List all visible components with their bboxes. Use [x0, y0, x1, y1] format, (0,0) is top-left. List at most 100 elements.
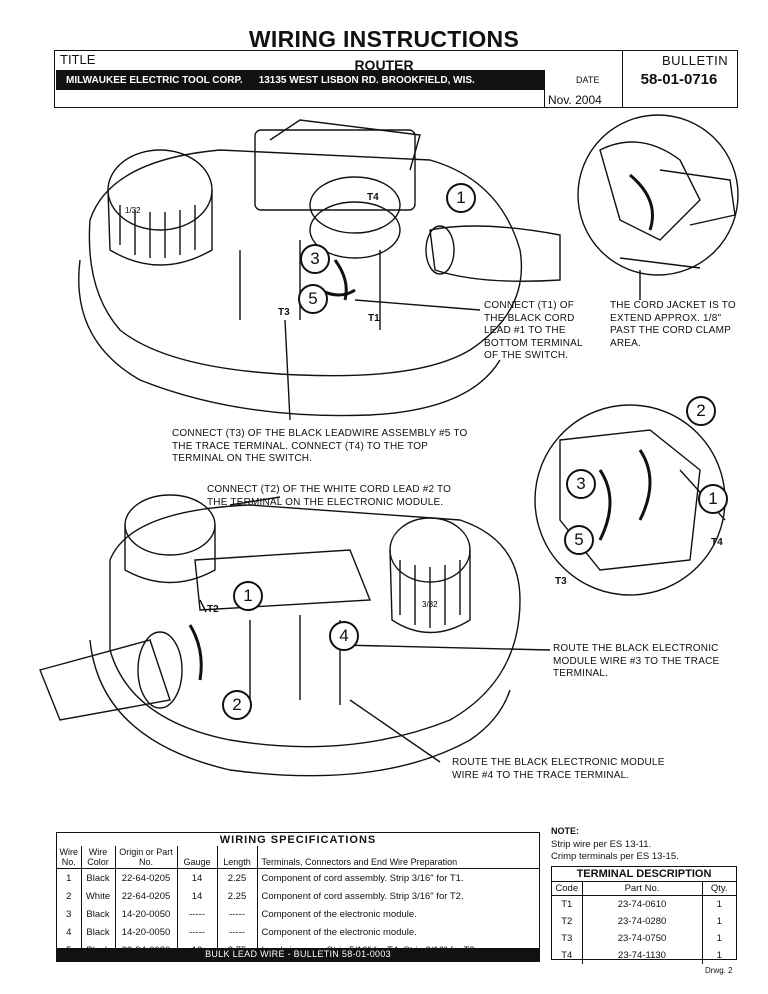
- company-address: 13135 WEST LISBON RD. BROOKFIELD, WIS.: [258, 74, 475, 86]
- cell: 14: [176, 887, 217, 905]
- cell: T4: [561, 950, 573, 961]
- bottom-cord: [39, 639, 171, 721]
- cell: 23-74-0610: [581, 895, 702, 913]
- drawing-number: Drwg. 2: [705, 966, 733, 975]
- terminal-label-t2: T2: [207, 604, 219, 615]
- date-value: Nov. 2004: [548, 93, 602, 107]
- terminal-label-t3: T3: [278, 307, 290, 318]
- cell: Black: [80, 923, 115, 941]
- cell: -----: [176, 905, 217, 923]
- cell: 1: [66, 872, 72, 884]
- cell: 2.25: [216, 887, 257, 905]
- cell: 23-74-0750: [581, 930, 702, 947]
- callout-2: 2: [686, 396, 716, 426]
- document-subject: ROUTER: [354, 57, 414, 73]
- note-wire-4: ROUTE THE BLACK ELECTRONIC MODULE WIRE #…: [452, 757, 665, 781]
- bottom-router-base: [89, 639, 511, 777]
- company-bar: MILWAUKEE ELECTRIC TOOL CORP. 13135 WEST…: [56, 70, 544, 90]
- cell: 14-20-0050: [114, 905, 177, 923]
- bulletin-number: 58-01-0716: [640, 71, 718, 88]
- col-origin: Origin or Part No.: [114, 846, 177, 869]
- top-cord: [429, 225, 561, 282]
- top-router-base: [78, 259, 501, 417]
- cell: 14: [176, 868, 217, 887]
- cell: -----: [216, 923, 257, 941]
- note-t3-t4: CONNECT (T3) OF THE BLACK LEADWIRE ASSEM…: [172, 428, 468, 464]
- cell: Component of the electronic module.: [256, 923, 539, 941]
- cell: Black: [80, 868, 115, 887]
- header-box: [54, 50, 738, 108]
- wiring-specs-table: Wire No. Wire Color Origin or Part No. G…: [57, 846, 539, 959]
- note-cord-jacket: THE CORD JACKET IS TO EXTEND APPROX. 1/8…: [610, 300, 736, 349]
- col-gauge: Gauge: [176, 846, 217, 869]
- callout-5: 5: [564, 525, 594, 555]
- cell: 23-74-1130: [581, 947, 702, 964]
- note-wire-3: ROUTE THE BLACK ELECTRONIC MODULE WIRE #…: [553, 643, 720, 679]
- callout-4: 4: [329, 621, 359, 651]
- note-line-2: Crimp terminals per ES 13-15.: [551, 851, 679, 862]
- callout-3: 3: [566, 469, 596, 499]
- bottom-router-housing: [109, 504, 521, 748]
- bulk-lead-bar: BULK LEAD WIRE - BULLETIN 58-01-0003: [57, 948, 539, 961]
- col-wire-color: Wire Color: [80, 846, 115, 869]
- cell: 1: [701, 895, 736, 913]
- cell: 1: [701, 913, 736, 930]
- callout-1: 1: [233, 581, 263, 611]
- callout-5: 5: [298, 284, 328, 314]
- top-router-housing: [88, 149, 523, 377]
- cell: -----: [216, 905, 257, 923]
- title-label: TITLE: [60, 52, 96, 67]
- note-t2: CONNECT (T2) OF THE WHITE CORD LEAD #2 T…: [207, 484, 452, 508]
- callout-2: 2: [222, 690, 252, 720]
- wiring-specs-box: [56, 832, 540, 962]
- cell: 2.25: [216, 868, 257, 887]
- main-title: WIRING INSTRUCTIONS: [248, 26, 520, 52]
- cell: 22-64-0205: [114, 868, 177, 887]
- divider: [544, 70, 545, 108]
- wiring-specs-title: WIRING SPECIFICATIONS: [219, 834, 377, 846]
- note-line-1: Strip wire per ES 13-11.: [551, 839, 652, 850]
- cell: Component of cord assembly. Strip 3/16" …: [256, 868, 539, 887]
- top-dial-mark: 1/32: [125, 206, 141, 215]
- cell: 14-20-0050: [114, 923, 177, 941]
- cell: Black: [80, 905, 115, 923]
- cell: T3: [561, 933, 573, 944]
- cell: White: [80, 887, 115, 905]
- cell: 1: [701, 947, 736, 964]
- date-label: DATE: [576, 75, 600, 85]
- col-length: Length: [216, 846, 257, 869]
- cell: 1: [701, 930, 736, 947]
- table-header-row: Wire No. Wire Color Origin or Part No. G…: [57, 846, 539, 869]
- note-label: NOTE:: [551, 826, 579, 836]
- cell: 3: [66, 908, 72, 920]
- cell: 2: [66, 890, 72, 902]
- cell: 4: [66, 926, 72, 938]
- callout-3: 3: [300, 244, 330, 274]
- bottom-left-knob: [124, 494, 216, 556]
- top-depth-dial: [309, 176, 401, 234]
- callout-1: 1: [446, 183, 476, 213]
- terminal-label-t4: T4: [367, 192, 379, 203]
- col-qty: Qty.: [701, 881, 736, 896]
- bottom-dial-mark: 3/32: [422, 600, 438, 609]
- company-name: MILWAUKEE ELECTRIC TOOL CORP.: [66, 74, 243, 86]
- cell: T2: [561, 916, 573, 927]
- terminal-label-t4: T4: [711, 537, 723, 548]
- col-code: Code: [552, 881, 582, 896]
- cell: 22-64-0205: [114, 887, 177, 905]
- table-header-row: Code Part No. Qty.: [552, 881, 736, 896]
- cell: 23-74-0280: [581, 913, 702, 930]
- terminal-desc-title: TERMINAL DESCRIPTION: [576, 868, 712, 880]
- col-part-no: Part No.: [581, 881, 702, 896]
- top-switch-block: [254, 129, 416, 211]
- top-wire-3: [333, 259, 348, 301]
